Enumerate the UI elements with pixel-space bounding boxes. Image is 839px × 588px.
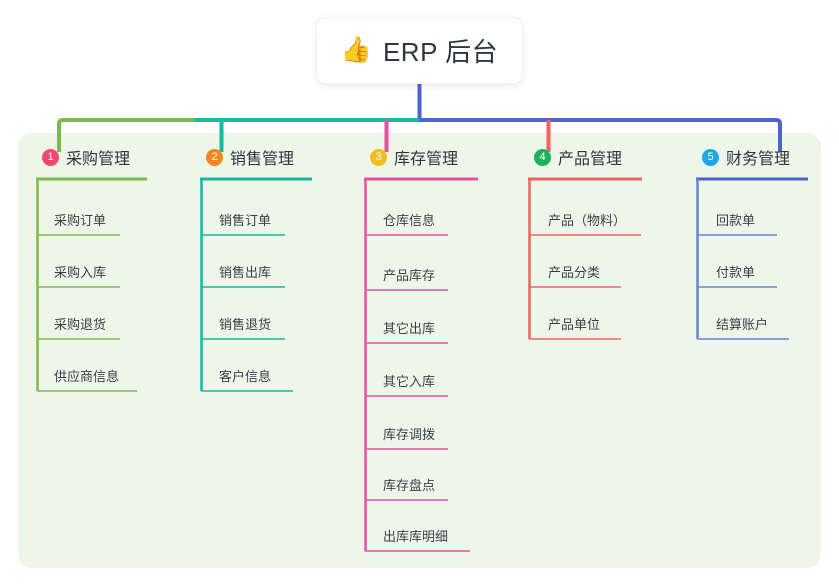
branch-3-item-0[interactable]: 仓库信息	[383, 213, 436, 228]
branch-1-badge: 1	[42, 148, 59, 166]
branch-2-item-2[interactable]: 销售退货	[219, 317, 272, 332]
branch-3-item-1[interactable]: 产品库存	[383, 268, 436, 283]
branch-column-5: 5 财务管理	[696, 145, 790, 169]
branch-column-2: 2 销售管理	[200, 145, 294, 169]
branch-column-4: 4 产品管理	[528, 145, 622, 169]
branch-2-item-0[interactable]: 销售订单	[219, 213, 272, 228]
branch-3-item-2[interactable]: 其它出库	[383, 321, 436, 336]
branch-3-title: 库存管理	[394, 151, 459, 168]
branch-4-header[interactable]: 4 产品管理	[528, 145, 622, 169]
root-node-content: 👍 ERP 后台	[341, 32, 498, 69]
branch-4-title: 产品管理	[558, 151, 623, 168]
branch-1-item-3[interactable]: 供应商信息	[54, 369, 120, 384]
branch-4-item-1[interactable]: 产品分类	[548, 265, 601, 280]
branch-3-badge: 3	[370, 148, 387, 166]
branch-2-item-3[interactable]: 客户信息	[219, 369, 272, 384]
branch-5-badge: 5	[702, 148, 719, 166]
branch-column-1: 1 采购管理	[36, 145, 130, 169]
branch-5-title: 财务管理	[726, 151, 791, 168]
branch-3-header[interactable]: 3 库存管理	[364, 145, 458, 169]
branch-2-title: 销售管理	[230, 151, 295, 168]
branch-2-badge: 2	[206, 148, 223, 166]
branch-4-badge: 4	[534, 148, 551, 166]
branch-5-item-2[interactable]: 结算账户	[716, 317, 769, 332]
root-node-label: ERP 后台	[382, 37, 499, 67]
branch-2-header[interactable]: 2 销售管理	[200, 145, 294, 169]
branch-1-item-1[interactable]: 采购入库	[54, 265, 107, 280]
branch-1-item-0[interactable]: 采购订单	[54, 213, 107, 228]
branch-3-item-6[interactable]: 出库库明细	[383, 529, 449, 544]
branch-3-item-4[interactable]: 库存调拨	[383, 427, 436, 442]
branch-3-item-3[interactable]: 其它入库	[383, 374, 436, 389]
thumbs-up-icon: 👍	[340, 36, 372, 64]
branch-5-header[interactable]: 5 财务管理	[696, 145, 790, 169]
branch-1-title: 采购管理	[66, 151, 131, 168]
branch-5-item-0[interactable]: 回款单	[716, 213, 756, 228]
branch-2-item-1[interactable]: 销售出库	[219, 265, 272, 280]
branch-1-item-2[interactable]: 采购退货	[54, 317, 107, 332]
diagram-panel	[18, 133, 821, 568]
branch-1-header[interactable]: 1 采购管理	[36, 145, 130, 169]
branch-4-item-2[interactable]: 产品单位	[548, 317, 601, 332]
branch-3-item-5[interactable]: 库存盘点	[383, 478, 436, 493]
root-node-card[interactable]: 👍 ERP 后台	[316, 17, 523, 84]
branch-5-item-1[interactable]: 付款单	[716, 265, 756, 280]
branch-column-3: 3 库存管理	[364, 145, 458, 169]
branch-4-item-0[interactable]: 产品（物料）	[548, 213, 627, 228]
